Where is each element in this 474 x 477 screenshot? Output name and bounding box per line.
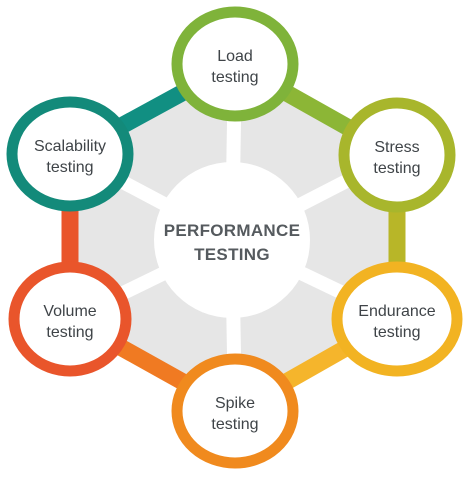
node-scalability-label-line1: Scalability	[34, 138, 106, 155]
center-title-line1: PERFORMANCE	[164, 221, 300, 240]
node-endurance: Endurance testing	[331, 261, 463, 377]
node-load: Load testing	[171, 6, 299, 122]
node-volume: Volume testing	[8, 261, 132, 377]
center-title-line2: TESTING	[194, 245, 270, 264]
node-spike-label-line1: Spike	[215, 395, 255, 412]
node-volume-ring	[8, 261, 132, 377]
node-scalability: Scalability testing	[6, 96, 134, 212]
node-load-ring	[171, 6, 299, 122]
node-endurance-ring	[331, 261, 463, 377]
node-volume-label-line1: Volume	[43, 303, 96, 320]
node-stress-label-line1: Stress	[374, 139, 419, 156]
nodes: LoadtestingStresstestingEndurancetesting…	[6, 6, 463, 469]
node-stress: Stress testing	[338, 97, 456, 213]
node-spike: Spike testing	[171, 353, 299, 469]
node-stress-ring	[338, 97, 456, 213]
node-volume-label-line2: testing	[46, 324, 93, 341]
node-endurance-label-line1: Endurance	[358, 303, 435, 320]
node-spike-ring	[171, 353, 299, 469]
node-stress-label-line2: testing	[373, 160, 420, 177]
node-spike-label-line2: testing	[211, 416, 258, 433]
node-load-label-line1: Load	[217, 48, 253, 65]
node-endurance-label-line2: testing	[373, 324, 420, 341]
node-scalability-ring	[6, 96, 134, 212]
center-circle	[154, 162, 310, 318]
node-load-label-line2: testing	[211, 69, 258, 86]
node-scalability-label-line2: testing	[46, 159, 93, 176]
